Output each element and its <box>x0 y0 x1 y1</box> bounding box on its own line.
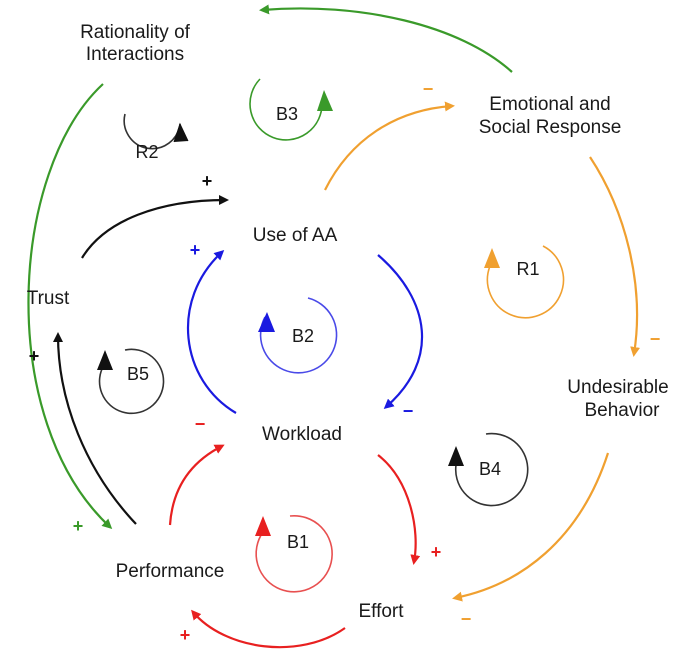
link-performance-to-trust <box>53 332 137 525</box>
node-rationality-line2: Interactions <box>86 44 184 65</box>
polarity-performance-from-effort: + <box>180 625 191 645</box>
node-trust: Trust <box>27 288 70 309</box>
loop-b2-label: B2 <box>292 326 314 346</box>
link-effort-to-performance <box>191 609 346 649</box>
node-use-of-aa: Use of AA <box>253 225 338 246</box>
polarity-performance-from-rationality: + <box>73 516 84 536</box>
loop-b4-arrowhead <box>448 446 464 466</box>
polarity-workload-from-use: − <box>403 401 414 421</box>
loop-b5-label: B5 <box>127 364 149 384</box>
polarity-use-from-trust: + <box>202 171 213 191</box>
polarity-effort-orange: − <box>461 609 472 629</box>
polarity-workload-from-performance: − <box>195 414 206 434</box>
loop-b2-icon <box>259 297 338 374</box>
loop-r2-arrowhead <box>173 122 189 143</box>
loop-b3-label: B3 <box>276 104 298 124</box>
link-undesirable-to-effort <box>452 452 610 602</box>
link-use-to-emotional <box>324 101 455 191</box>
node-effort: Effort <box>358 601 404 622</box>
loop-b4-icon <box>454 432 529 507</box>
loop-r2-label: R2 <box>135 142 158 162</box>
link-emotional-to-rationality <box>259 4 513 73</box>
loop-b1-arrowhead <box>255 516 271 536</box>
link-workload-to-use <box>186 249 237 414</box>
polarity-use-from-workload: + <box>190 240 201 260</box>
link-workload-to-effort <box>377 454 421 565</box>
loop-b1-icon <box>255 514 333 593</box>
loop-b4-label: B4 <box>479 459 501 479</box>
link-emotional-to-undesirable <box>589 156 641 357</box>
loop-b3-icon <box>249 78 323 141</box>
node-emotional-line1: Emotional and <box>489 94 610 115</box>
node-undesirable-line2: Behavior <box>585 400 661 421</box>
link-use-to-workload <box>377 254 424 409</box>
polarity-undesirable: − <box>650 329 661 349</box>
node-performance: Performance <box>116 561 225 582</box>
node-rationality-line1: Rationality of <box>80 22 191 43</box>
loop-b1-label: B1 <box>287 532 309 552</box>
link-performance-to-workload <box>168 444 225 526</box>
loop-b5-icon <box>98 348 165 415</box>
node-undesirable-line1: Undesirable <box>567 377 668 398</box>
node-emotional-line2: Social Response <box>479 117 622 138</box>
loop-b3-arrowhead <box>317 90 333 111</box>
loop-r1-icon <box>486 245 565 319</box>
polarity-emotional-a: − <box>423 79 434 99</box>
loop-b5-arrowhead <box>97 350 113 370</box>
node-workload: Workload <box>262 424 342 445</box>
link-rationality-to-performance <box>27 83 113 530</box>
polarity-trust-from-performance: + <box>29 346 40 366</box>
polarity-effort-red: + <box>431 542 442 562</box>
loop-r1-label: R1 <box>516 259 539 279</box>
loop-r1-arrowhead <box>484 248 500 268</box>
link-trust-to-use <box>81 195 229 259</box>
loop-b2-arrowhead <box>258 312 275 332</box>
